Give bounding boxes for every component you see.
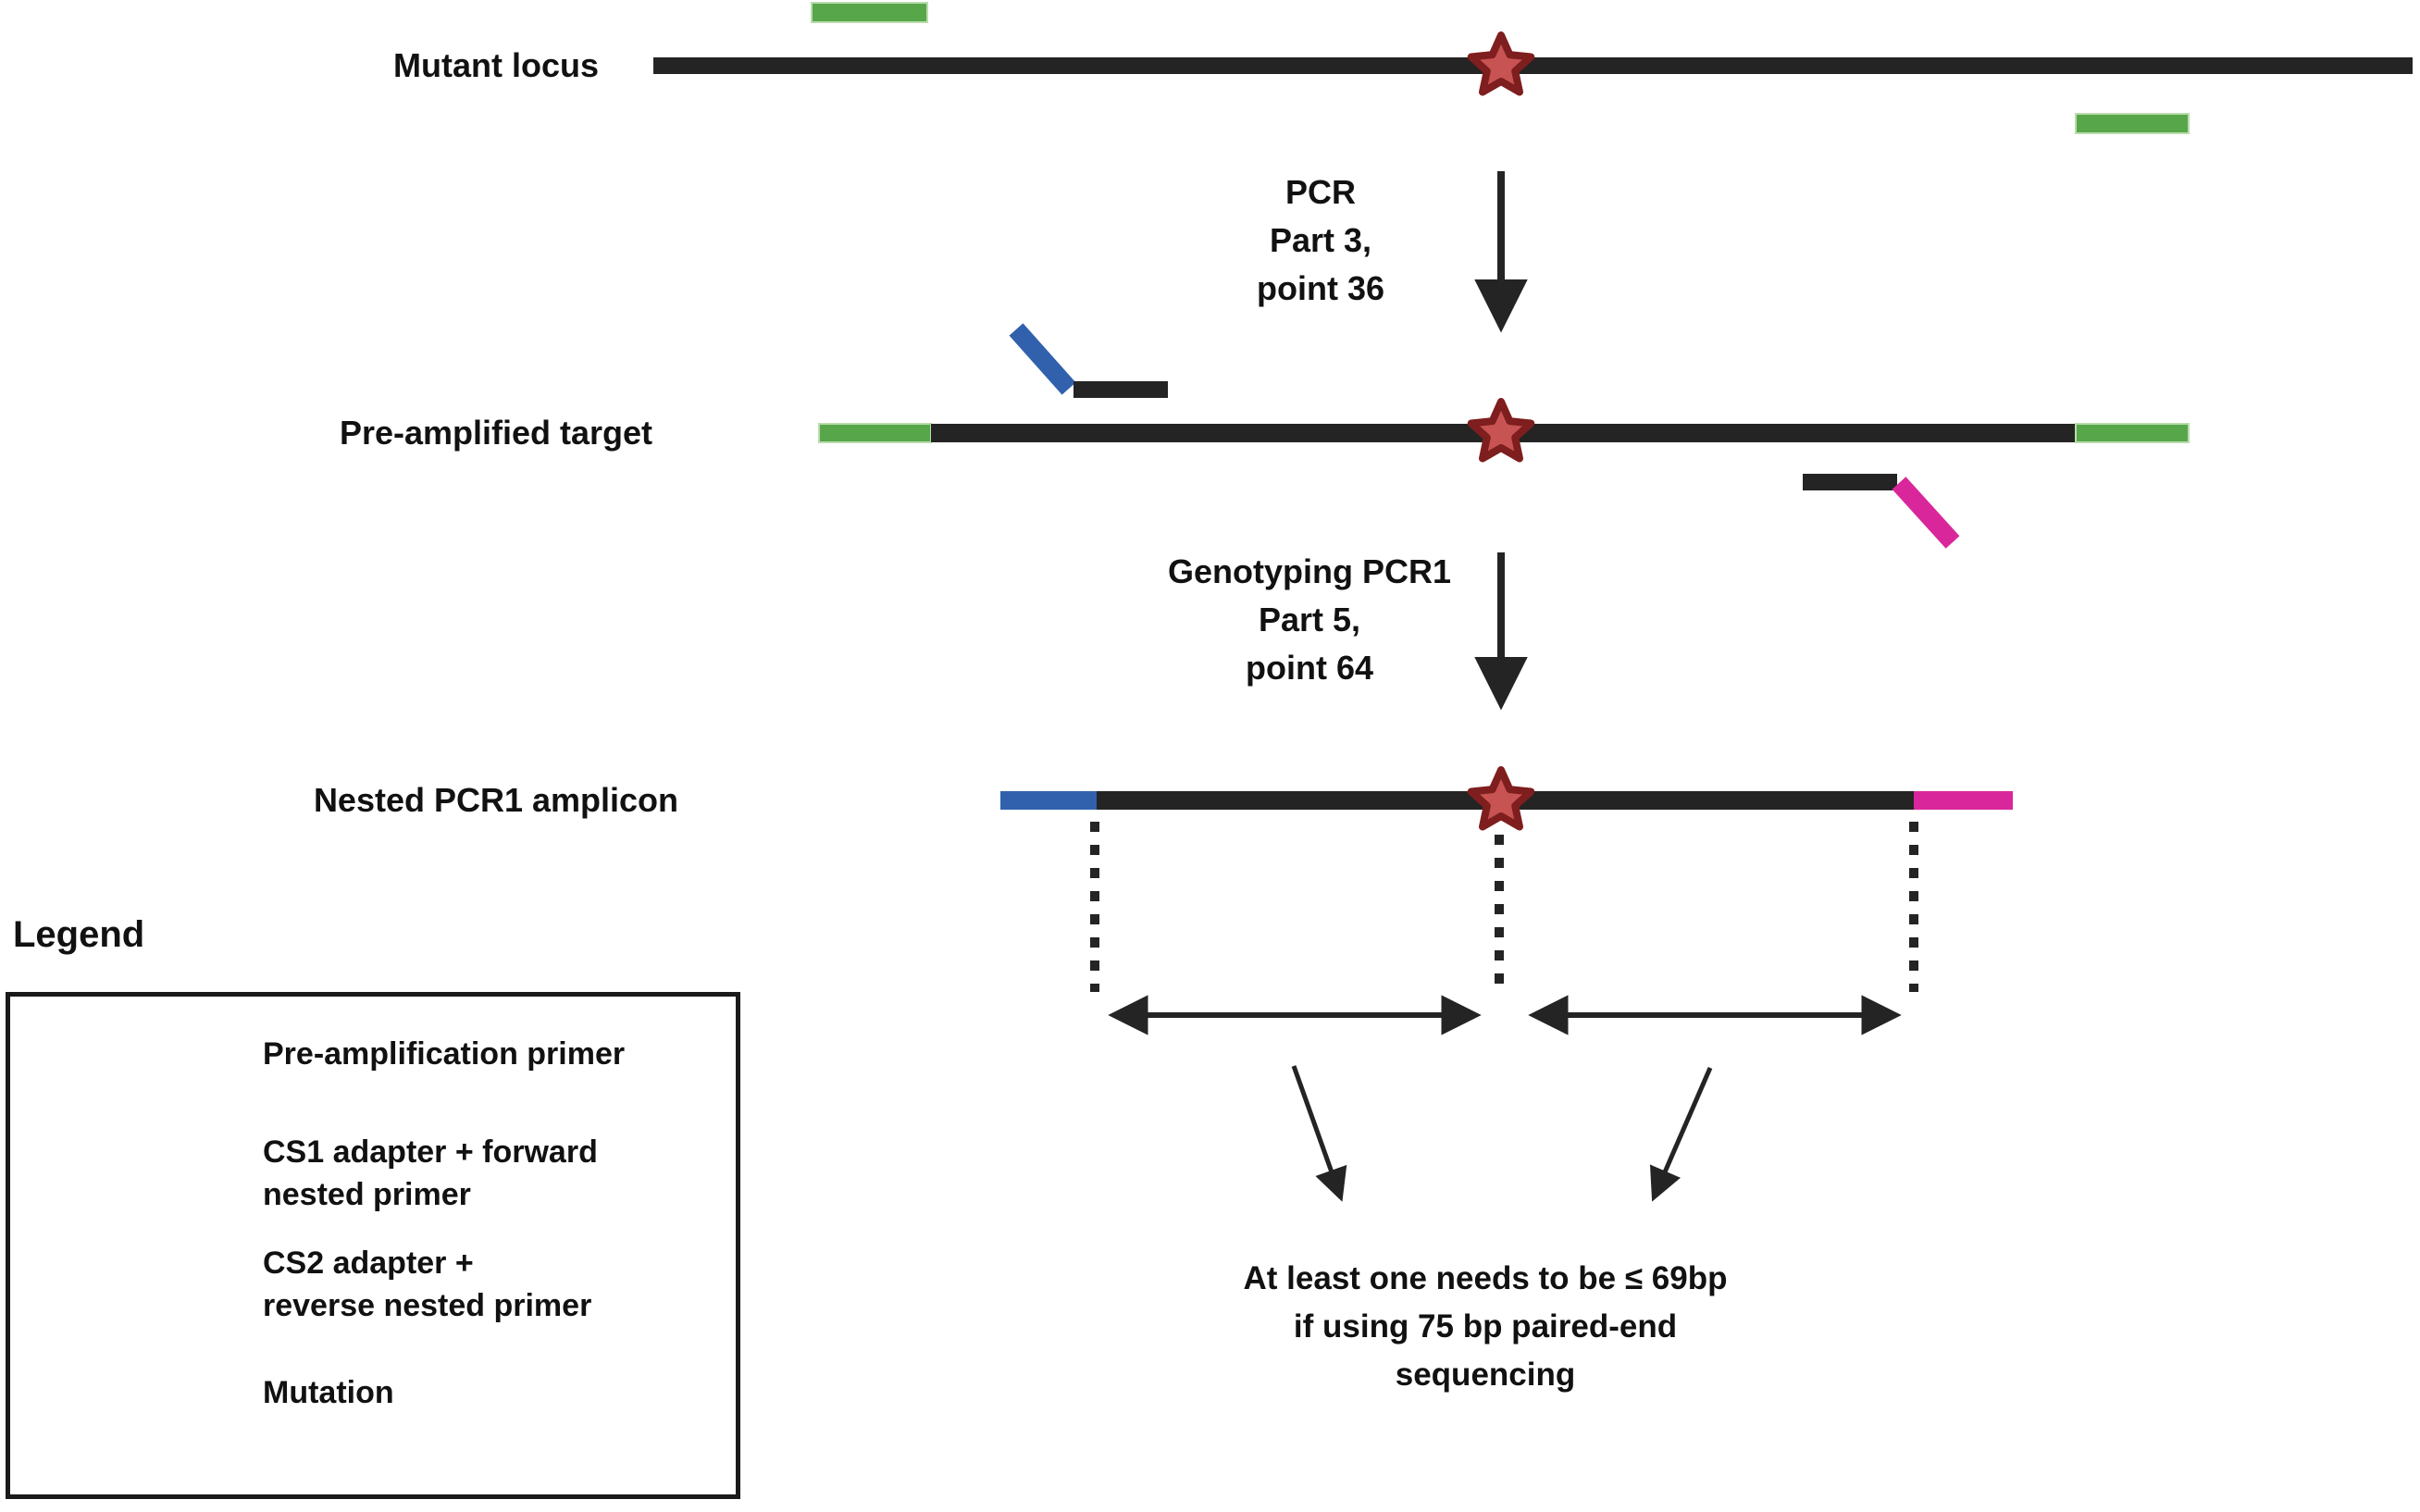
right-converging-arrow [1649, 1067, 1713, 1202]
nested-amplicon-blue-cap [1000, 791, 1097, 810]
legend-label-cs1-adapter: CS1 adapter + forward nested primer [263, 1134, 598, 1212]
step-label-pcr: PCR Part 3, point 36 [1256, 173, 1384, 307]
preamp-primer-bottom-icon [2075, 113, 2190, 134]
row-label-nested-pcr1-amplicon: Nested PCR1 amplicon [313, 781, 679, 819]
reverse-nested-primer-bar [1803, 474, 1897, 490]
sequencing-note: At least one needs to be ≤ 69bp if using… [1243, 1260, 1728, 1393]
legend-label-mutation: Mutation [263, 1375, 394, 1410]
forward-nested-primer-bar [1073, 381, 1168, 398]
pre-amplified-green-cap-left [818, 423, 932, 443]
cs2-adapter-diagonal [1892, 477, 1960, 549]
step-label-genotyping-pcr1: Genotyping PCR1 Part 5, point 64 [1167, 552, 1452, 687]
cs1-adapter-diagonal [1009, 323, 1076, 395]
left-converging-arrow [1291, 1065, 1347, 1202]
mutation-star-row1 [1471, 35, 1532, 93]
mutation-star-row3 [1471, 770, 1532, 827]
legend-title: Legend [13, 914, 145, 955]
mutation-star-row2 [1471, 402, 1532, 459]
mutant-locus-line [653, 57, 2413, 74]
row-label-pre-amplified-target: Pre-amplified target [339, 414, 653, 452]
legend-label-cs2-adapter: CS2 adapter + reverse nested primer [263, 1246, 592, 1323]
legend-label-pre-amplification-primer: Pre-amplification primer [263, 1036, 626, 1072]
nested-amplicon-pink-cap [1914, 791, 2013, 810]
pre-amplified-green-cap-right [2075, 423, 2190, 443]
preamp-primer-top-icon [811, 2, 928, 23]
row-label-mutant-locus: Mutant locus [393, 46, 599, 84]
legend-box [6, 992, 740, 1499]
